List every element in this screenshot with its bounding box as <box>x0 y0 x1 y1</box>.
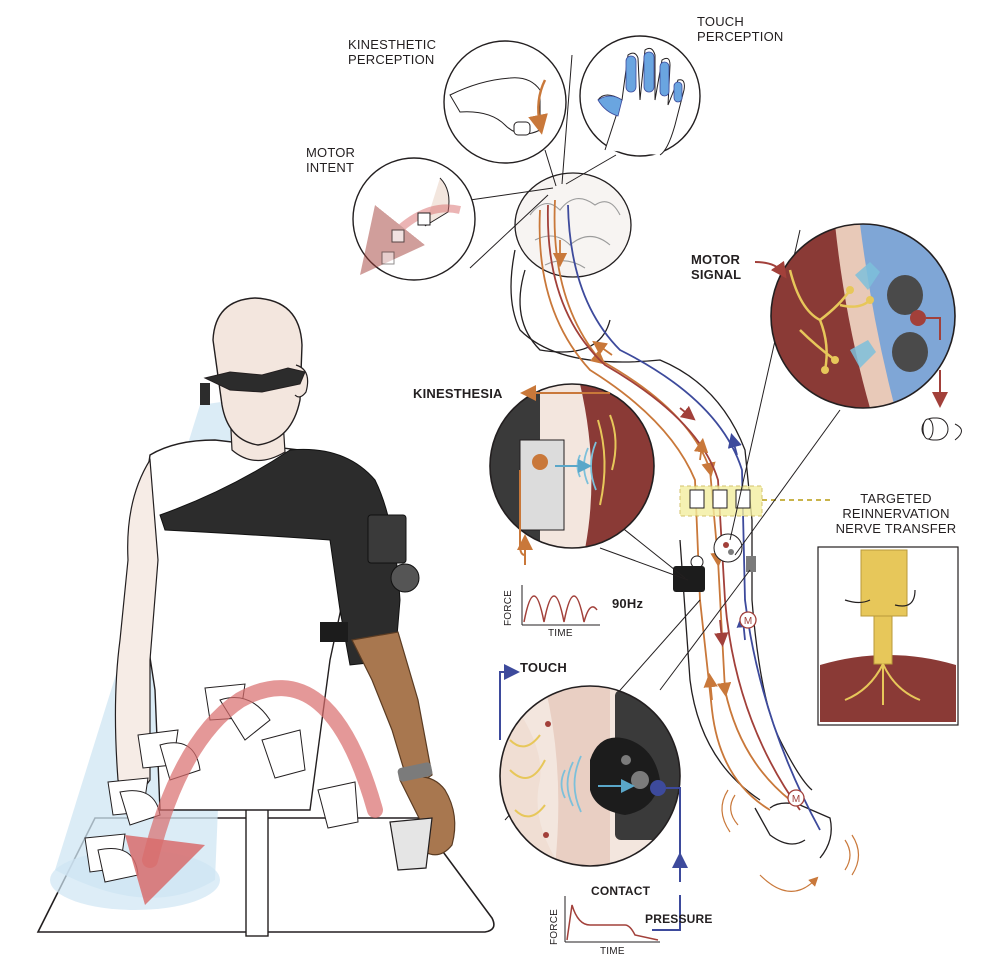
participant-illustration <box>36 297 495 937</box>
vibrator-device <box>673 566 705 592</box>
time-axis-label-1: TIME <box>548 628 573 639</box>
motor-intent-inset <box>352 157 476 281</box>
motor-marker-2-text: M <box>792 794 800 805</box>
kinesthesia-force-plot <box>521 585 600 626</box>
brain <box>514 172 632 278</box>
motor-intent-label: MOTOR INTENT <box>306 145 355 175</box>
touch-force-plot <box>564 896 660 943</box>
hand-vibration-marks <box>721 789 860 892</box>
frequency-label: 90Hz <box>612 596 644 611</box>
motor-pathway <box>546 204 801 811</box>
movement-trajectory <box>142 680 383 868</box>
vibration-unit <box>320 622 348 642</box>
contact-label: CONTACT <box>591 884 651 898</box>
touch-perception-label: TOUCH PERCEPTION <box>697 14 784 44</box>
elbow-joint <box>390 563 420 593</box>
kinesthesia-inset <box>489 383 655 565</box>
glasses-sensor <box>200 383 210 405</box>
touch-pathway <box>567 204 821 831</box>
motor-signal-line-1: MOTOR <box>691 252 741 267</box>
motor-intent-line-2: INTENT <box>306 160 355 175</box>
nerve-transfer-inset <box>817 546 959 726</box>
motor-marker: M <box>739 611 757 629</box>
targeted-reinnervation-label: TARGETED REINNERVATION NERVE TRANSFER <box>826 491 966 536</box>
force-axis-label-2: FORCE <box>549 909 560 945</box>
kinesthetic-perception-inset <box>443 40 567 164</box>
targeted-reinnervation-line-1: TARGETED <box>860 491 932 506</box>
motor-signal-label: MOTOR SIGNAL <box>691 252 741 282</box>
kinesthetic-perception-label: KINESTHETIC PERCEPTION <box>348 37 436 67</box>
motor-signal-line-2: SIGNAL <box>691 267 742 282</box>
nerve-pathways <box>538 199 821 831</box>
kinesthesia-label: KINESTHESIA <box>413 386 503 401</box>
time-axis-label-2: TIME <box>600 946 625 957</box>
arm-device <box>746 556 756 572</box>
left-arm <box>114 458 159 801</box>
motor-intent-line-1: MOTOR <box>306 145 356 160</box>
pressure-label: PRESSURE <box>645 912 713 926</box>
reinnervation-sites <box>689 489 751 509</box>
trajectory-arrowhead <box>125 835 205 905</box>
wrist-band <box>397 762 433 782</box>
motor-marker: M <box>787 789 805 807</box>
motor-signal-inset <box>754 223 962 441</box>
touch-label: TOUCH <box>520 660 567 675</box>
eye-tracker-glasses <box>203 367 306 393</box>
kinesthetic-pathway-2 <box>538 209 771 811</box>
motor-marker-1-text: M <box>744 616 752 627</box>
battery-module <box>367 514 407 564</box>
cup-held <box>389 817 433 871</box>
targeted-reinnervation-line-3: NERVE TRANSFER <box>835 521 957 536</box>
motor-icon <box>921 417 962 441</box>
prosthetic-hand <box>399 776 456 856</box>
force-axis-label-1: FORCE <box>503 590 514 626</box>
kinesthetic-perception-line-1: KINESTHETIC <box>348 37 437 52</box>
electrode-site <box>713 533 743 563</box>
head <box>212 297 303 446</box>
touch-perception-inset <box>579 35 701 157</box>
kinesthetic-perception-line-2: PERCEPTION <box>348 52 435 67</box>
touch-perception-line-2: PERCEPTION <box>697 29 784 44</box>
socket-harness <box>159 448 401 666</box>
touch-perception-line-1: TOUCH <box>697 14 744 29</box>
targeted-reinnervation-line-2: REINNERVATION <box>842 506 950 521</box>
